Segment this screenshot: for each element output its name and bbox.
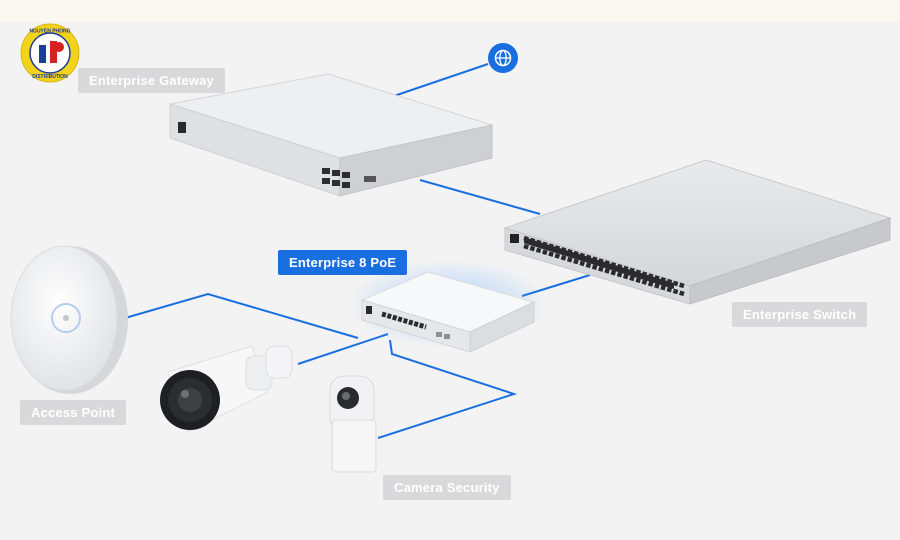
dome-camera-device bbox=[329, 375, 377, 473]
logo-top-text: NGUYEN PHONG bbox=[29, 29, 70, 35]
logo-bottom-text: DISTRIBUTION bbox=[32, 74, 68, 80]
link-poe-bullet-camera bbox=[297, 333, 389, 365]
access-point-label: Access Point bbox=[20, 400, 127, 425]
distributor-logo: NGUYEN PHONG DISTRIBUTION bbox=[20, 23, 80, 83]
link-gateway-switch bbox=[419, 179, 541, 215]
enterprise-gateway-label: Enterprise Gateway bbox=[78, 68, 225, 93]
enterprise-switch-device bbox=[503, 159, 892, 305]
access-point-device bbox=[10, 245, 128, 394]
enterprise-8-poe-device bbox=[348, 260, 548, 353]
enterprise-switch-label: Enterprise Switch bbox=[732, 302, 868, 327]
link-poe-accesspoint bbox=[117, 292, 359, 339]
bullet-camera-device bbox=[160, 345, 293, 433]
enterprise-8-poe-label: Enterprise 8 PoE bbox=[278, 250, 408, 275]
link-poe-dome-camera bbox=[377, 339, 518, 439]
link-gateway-internet bbox=[387, 63, 489, 99]
camera-security-label: Camera Security bbox=[383, 475, 511, 500]
enterprise-gateway-device bbox=[169, 73, 494, 197]
top-strip bbox=[0, 0, 900, 22]
globe-icon bbox=[488, 43, 518, 73]
